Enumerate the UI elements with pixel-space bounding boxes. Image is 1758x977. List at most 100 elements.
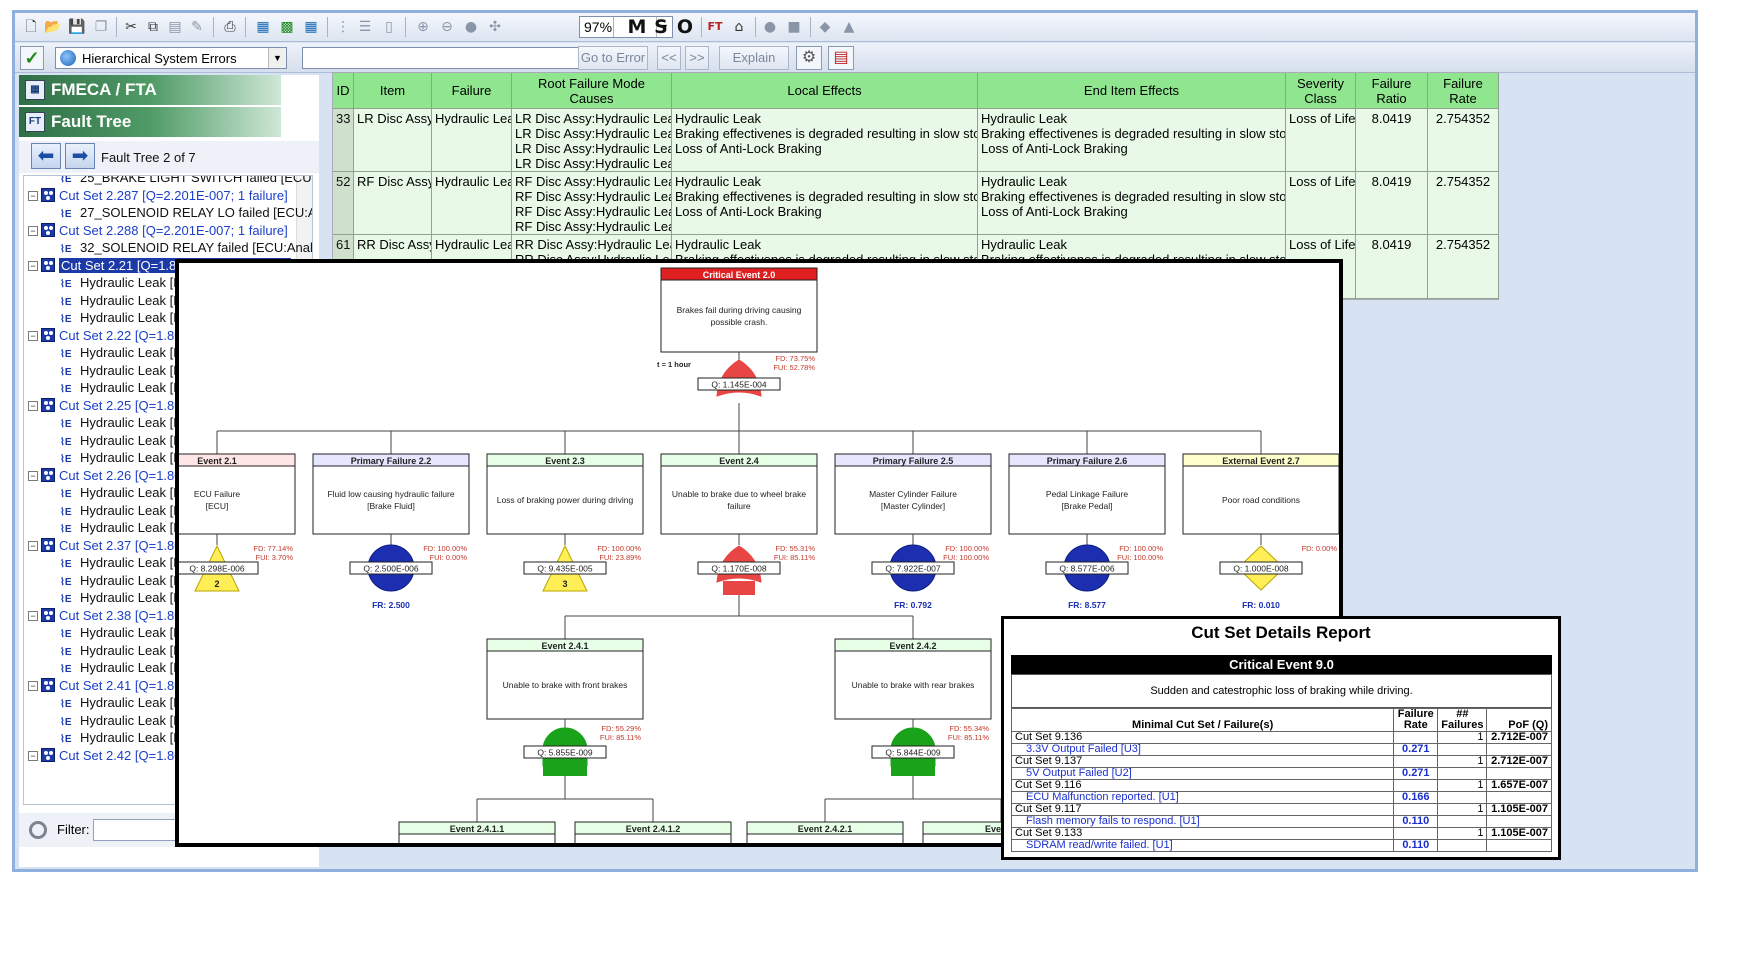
tree-cut-set-node[interactable]: −Cut Set 2.26 [Q=1.80 — [28, 467, 182, 484]
column-header[interactable]: Local Effects — [672, 73, 978, 109]
mode-m-button[interactable]: M — [627, 16, 647, 38]
branch-icon[interactable]: ⋮ — [336, 19, 350, 35]
fault-tree-icon[interactable]: FT — [707, 20, 723, 33]
event-6-fui: FUI: 100.00% — [1117, 553, 1163, 562]
zoom-out-icon[interactable]: ⊖ — [441, 19, 453, 35]
next-error-button[interactable]: >> — [685, 46, 709, 70]
column-header[interactable]: Failure Rate — [1428, 73, 1499, 109]
save-icon[interactable]: 💾 — [68, 19, 86, 35]
record-icon[interactable]: ● — [464, 19, 478, 35]
event-1-title: Event 2.1 — [197, 456, 237, 466]
format-icon[interactable]: ✎ — [191, 19, 203, 35]
go-to-error-button[interactable]: Go to Error — [578, 46, 648, 70]
collapse-toggle-icon[interactable]: − — [28, 260, 38, 271]
zoom-in-icon[interactable]: ⊕ — [417, 19, 429, 35]
column-header[interactable]: ID — [333, 73, 354, 109]
print-icon[interactable]: ⎙ — [224, 19, 236, 35]
mode-o-button[interactable]: O — [676, 16, 694, 38]
check-button[interactable]: ✓ — [20, 46, 44, 70]
table-cell: 8.0419 — [1356, 109, 1428, 172]
network-icon[interactable]: ⌂ — [734, 19, 744, 35]
column-header[interactable]: End Item Effects — [978, 73, 1286, 109]
error-list-select[interactable]: ▼ — [302, 47, 620, 69]
tree-cut-set-node[interactable]: −Cut Set 2.41 [Q=1.80 — [28, 677, 182, 694]
collapse-toggle-icon[interactable]: − — [28, 225, 38, 236]
explain-button[interactable]: Explain — [719, 46, 789, 70]
arrow-right-icon[interactable]: ➡ — [65, 143, 95, 169]
collapse-toggle-icon[interactable]: − — [28, 330, 38, 341]
new-file-icon[interactable]: 🗋 — [25, 19, 37, 35]
tree-cut-set-node[interactable]: −Cut Set 2.38 [Q=1.80 — [28, 607, 182, 624]
collapse-toggle-icon[interactable]: − — [28, 190, 38, 201]
collapse-toggle-icon[interactable]: − — [28, 680, 38, 691]
tree-cut-set-node[interactable]: −Cut Set 2.22 [Q=1.80 — [28, 327, 182, 344]
arrow-left-icon[interactable]: ⬅ — [31, 143, 61, 169]
mode-s-button[interactable]: S — [654, 16, 668, 38]
triangle-shape-icon[interactable]: ▲ — [843, 19, 855, 35]
column-header[interactable]: Item — [354, 73, 432, 109]
tree-cut-set-node[interactable]: −Cut Set 2.25 [Q=1.80 — [28, 397, 182, 414]
tree-cut-set-node[interactable]: −Cut Set 2.287 [Q=2.201E-007; 1 failure] — [28, 187, 288, 204]
open-folder-icon[interactable]: 📂 — [44, 19, 62, 35]
column-header[interactable]: Failure Ratio — [1356, 73, 1428, 109]
paste-icon[interactable]: ▤ — [168, 19, 182, 35]
fault-tree-header[interactable]: FT Fault Tree — [19, 107, 281, 137]
zoom-select[interactable]: 97% ▼ — [579, 16, 673, 38]
collapse-toggle-icon[interactable]: − — [28, 400, 38, 411]
error-type-select[interactable]: Hierarchical System Errors ▼ — [55, 47, 287, 69]
square-shape-icon[interactable]: ■ — [787, 19, 801, 35]
column-header[interactable]: Root Failure Mode Causes — [512, 73, 672, 109]
report-icon[interactable]: ▤ — [828, 46, 854, 70]
grid-icon[interactable]: ▦ — [304, 19, 318, 35]
layout-icon[interactable]: ▩ — [280, 19, 294, 35]
tree-view-icon[interactable]: ▦ — [256, 19, 270, 35]
pan-icon[interactable]: ✣ — [489, 19, 501, 35]
tree-cut-set-node[interactable]: −Cut Set 2.288 [Q=2.201E-007; 1 failure] — [28, 222, 288, 239]
list-icon[interactable]: ☰ — [358, 19, 372, 35]
tree-cut-set-node[interactable]: −Cut Set 2.42 [Q=1.80 — [28, 747, 182, 764]
settings-gear-icon[interactable]: ⚙ — [796, 46, 822, 70]
circle-shape-icon[interactable]: ● — [763, 19, 777, 35]
column-header[interactable]: Severity Class — [1286, 73, 1356, 109]
collapse-toggle-icon[interactable]: − — [28, 610, 38, 621]
column-header[interactable]: Failure — [432, 73, 512, 109]
tree-cut-set-node[interactable]: −Cut Set 2.37 [Q=1.80 — [28, 537, 182, 554]
previous-error-button[interactable]: << — [657, 46, 681, 70]
fmeca-fta-header[interactable]: ▦ FMECA / FTA — [19, 75, 281, 105]
collapse-toggle-icon[interactable]: − — [28, 750, 38, 761]
diamond-shape-icon[interactable]: ◆ — [819, 19, 831, 35]
collapse-toggle-icon[interactable]: − — [28, 540, 38, 551]
collapse-toggle-icon[interactable]: − — [28, 470, 38, 481]
cut-icon[interactable]: ✂ — [125, 19, 137, 35]
doc-icon[interactable]: ▯ — [385, 19, 393, 35]
copy-icon[interactable]: ⧉ — [148, 19, 158, 35]
filter-gear-icon[interactable] — [29, 821, 47, 839]
save-all-icon[interactable]: ❐ — [94, 19, 108, 35]
